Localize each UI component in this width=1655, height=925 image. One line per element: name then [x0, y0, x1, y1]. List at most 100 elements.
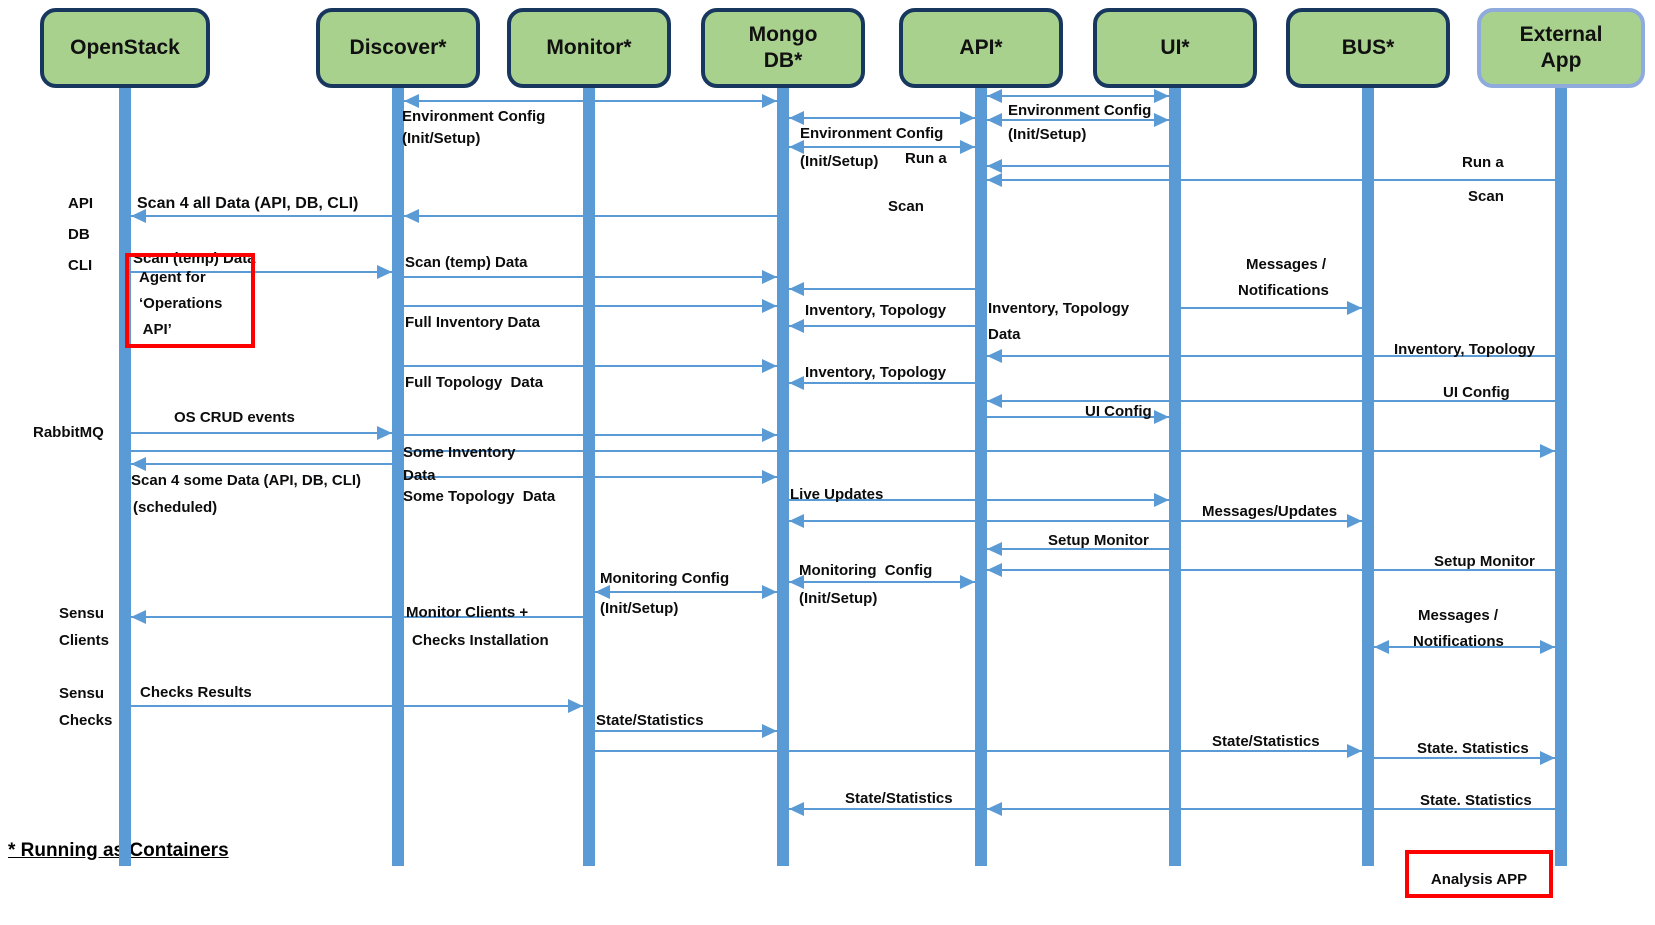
- arrowhead: [762, 470, 777, 484]
- message-label: Scan 4 some Data (API, DB, CLI): [131, 472, 362, 489]
- message-arrow-scan-4-some-data: [125, 463, 398, 465]
- arrowhead: [1540, 751, 1555, 765]
- arrowhead: [1154, 89, 1169, 103]
- message-label: Monitoring Config: [799, 562, 933, 579]
- lifeline-api: [975, 86, 987, 866]
- message-label: Inventory, Topology: [1394, 341, 1536, 358]
- message-label: Checks Results: [140, 684, 252, 701]
- arrowhead: [762, 585, 777, 599]
- annotation-analysis-app: Analysis APP: [1405, 850, 1553, 898]
- arrowhead: [131, 457, 146, 471]
- arrowhead: [404, 94, 419, 108]
- message-label: (scheduled): [133, 499, 218, 516]
- message-arrow-scan-temp-data-os-discover: [125, 271, 398, 273]
- annotation-text: Analysis APP: [1430, 871, 1528, 888]
- arrowhead: [1374, 640, 1389, 654]
- arrowhead: [568, 699, 583, 713]
- message-arrow-monitor-clients-checks-install: [125, 616, 589, 618]
- message-arrow-inventory-topology-external-api: [981, 355, 1561, 357]
- message-arrow-messages-updates: [783, 520, 1368, 522]
- arrowhead: [789, 140, 804, 154]
- message-arrow-monitoring-config-mongodb-api: [783, 581, 981, 583]
- lifeline-ui: [1169, 86, 1181, 866]
- message-label: API DB CLI: [68, 195, 94, 274]
- arrowhead: [404, 209, 419, 223]
- message-arrow-ui-config-api-ui: [981, 416, 1175, 418]
- message-label: Scan: [888, 198, 924, 215]
- arrowhead: [762, 270, 777, 284]
- message-label: Data: [988, 326, 1021, 343]
- message-label: Notifications: [1238, 282, 1329, 299]
- actor-box-discover: Discover*: [316, 8, 480, 88]
- message-label: Environment Config: [402, 108, 546, 125]
- arrowhead: [1540, 640, 1555, 654]
- message-label: Environment Config: [800, 125, 944, 142]
- arrowhead: [987, 394, 1002, 408]
- actor-box-ui: UI*: [1093, 8, 1257, 88]
- arrowhead: [762, 94, 777, 108]
- message-label: Messages /: [1418, 607, 1499, 624]
- actor-box-external-app: External App: [1477, 8, 1645, 88]
- arrowhead: [762, 359, 777, 373]
- message-label: Inventory, Topology: [805, 364, 947, 381]
- arrowhead: [987, 159, 1002, 173]
- lifeline-monitor: [583, 86, 595, 866]
- actor-box-api: API*: [899, 8, 1063, 88]
- arrowhead: [1347, 301, 1362, 315]
- arrowhead: [960, 140, 975, 154]
- arrowhead: [987, 563, 1002, 577]
- message-label: Scan 4 all Data (API, DB, CLI): [137, 195, 359, 212]
- message-arrow-checks-results: [125, 705, 589, 707]
- message-label: Run a: [1462, 154, 1504, 171]
- message-label: Live Updates: [790, 486, 884, 503]
- message-arrow-long-line-os-external: [125, 450, 1561, 452]
- arrowhead: [789, 802, 804, 816]
- message-arrow-run-a-scan-ui-to-api: [981, 165, 1175, 167]
- message-label: Environment Config: [1008, 102, 1152, 119]
- message-label: UI Config: [1443, 384, 1510, 401]
- message-arrow-os-crud-events: [125, 432, 398, 434]
- arrowhead: [987, 349, 1002, 363]
- message-label: UI Config: [1085, 403, 1152, 420]
- message-arrow-state-statistics-bus-external: [1368, 757, 1561, 759]
- message-arrow-run-a-scan-external-to-api: [981, 179, 1561, 181]
- message-arrow-state-statistics-monitor-mongodb: [589, 730, 783, 732]
- actor-box-monitor: Monitor*: [507, 8, 671, 88]
- message-label: Setup Monitor: [1434, 553, 1535, 570]
- message-label: Some Topology Data: [403, 488, 556, 505]
- message-label: Data: [403, 467, 436, 484]
- message-label: Messages/Updates: [1202, 503, 1338, 520]
- lifeline-bus: [1362, 86, 1374, 866]
- arrowhead: [762, 428, 777, 442]
- message-label: Full Topology Data: [405, 374, 544, 391]
- message-arrow-messages-notifications-bus-external: [1368, 646, 1561, 648]
- message-arrow-ui-config-external-api: [981, 400, 1561, 402]
- message-arrow-inventory-topology-api-mongodb-1: [783, 288, 981, 290]
- arrowhead: [1347, 744, 1362, 758]
- arrowhead: [960, 575, 975, 589]
- arrowhead: [987, 113, 1002, 127]
- message-label: State. Statistics: [1417, 740, 1529, 757]
- arrowhead: [1154, 113, 1169, 127]
- message-label: Scan (temp) Data: [405, 254, 528, 271]
- message-label: Monitoring Config: [600, 570, 730, 587]
- message-label: Some Inventory: [403, 444, 516, 461]
- message-arrow-environment-config-mongodb-api-1: [783, 117, 981, 119]
- arrowhead: [762, 724, 777, 738]
- lifeline-discover: [392, 86, 404, 866]
- message-arrow-environment-config-api-ui-1: [981, 95, 1175, 97]
- message-label: (Init/Setup): [800, 153, 879, 170]
- message-label: State/Statistics: [845, 790, 953, 807]
- message-arrow-inventory-topology-api-mongodb-3: [783, 382, 981, 384]
- annotation-agent-for-operations-api: Agent for ‘Operations API’: [125, 253, 255, 348]
- message-label: (Init/Setup): [799, 590, 878, 607]
- message-label: OS CRUD events: [174, 409, 295, 426]
- message-label: Messages /: [1246, 256, 1327, 273]
- arrowhead: [377, 426, 392, 440]
- message-label: State/Statistics: [596, 712, 704, 729]
- arrowhead: [960, 111, 975, 125]
- message-arrow-setup-monitor-external-api: [981, 569, 1561, 571]
- message-arrow-scan-4-all-data: [125, 215, 783, 217]
- message-label: State. Statistics: [1420, 792, 1532, 809]
